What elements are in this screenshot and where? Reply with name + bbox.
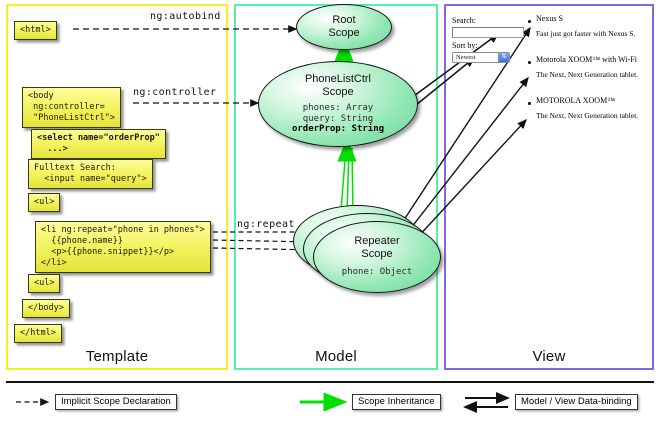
search-label: Search:	[452, 16, 476, 25]
column-model-label: Model	[315, 348, 357, 365]
code-box-body-controller: <body ng:controller= "PhoneListCtrl">	[22, 87, 121, 128]
list-bullet	[528, 102, 531, 105]
legend-label-model-view-data-binding: Model / View Data-binding	[515, 394, 638, 410]
list-bullet	[528, 61, 531, 64]
scope-phonelistctrl-title-2: Scope	[322, 85, 354, 98]
code-box-li-ngrepeat: <li ng:repeat="phone in phones"> {{phone…	[35, 221, 211, 273]
sort-by-select[interactable]: Newest ⇅	[452, 52, 510, 63]
scope-root-title-1: Root	[332, 14, 356, 26]
scope-repeater-title-1: Repeater	[354, 235, 400, 247]
phone-snippet: The Next, Next Generation tablet.	[536, 70, 639, 79]
legend-divider	[6, 381, 654, 383]
code-box-body-close: </body>	[22, 299, 70, 318]
scope-repeater-title-2: Scope	[361, 247, 393, 260]
code-box-select-orderprop: <select name="orderProp" ...>	[31, 129, 166, 159]
arrow-binding-phone-3	[403, 118, 527, 253]
scope-phonelistctrl: PhoneListCtrl Scope phones: Array query:…	[258, 61, 418, 147]
search-input[interactable]	[452, 27, 524, 38]
select-arrows-icon: ⇅	[498, 53, 509, 62]
phone-snippet: Fast just got faster with Nexus S.	[536, 29, 636, 38]
phone-name: MOTOROLA XOOM™	[536, 96, 616, 105]
list-item[interactable]: MOTOROLA XOOM™ The Next, Next Generation…	[536, 96, 648, 121]
code-box-ul-close: <ul>	[28, 274, 61, 293]
scope-repeater: Repeater Scope phone: Object	[313, 221, 441, 293]
column-template-label: Template	[85, 348, 149, 365]
scope-root-title-2: Scope	[328, 26, 360, 39]
list-item[interactable]: Motorola XOOM™ with Wi-Fi The Next, Next…	[536, 55, 648, 80]
arrow-binding-phone-2	[399, 76, 529, 243]
legend-label-implicit-scope-declaration: Implicit Scope Declaration	[55, 394, 177, 410]
phone-name: Nexus S	[536, 14, 563, 23]
view-panel: Search: Sort by: Newest ⇅ Nexus S Fast j…	[452, 12, 648, 130]
list-bullet	[528, 20, 531, 23]
list-item[interactable]: Nexus S Fast just got faster with Nexus …	[536, 14, 648, 39]
code-box-html-close: </html>	[14, 324, 62, 343]
column-view-label: View	[532, 348, 566, 365]
legend-label-scope-inheritance: Scope Inheritance	[352, 394, 441, 410]
scope-phonelistctrl-prop-orderprop: orderProp: String	[291, 124, 385, 134]
scope-root: Root Scope	[296, 4, 392, 50]
label-ng-controller: ng:controller	[133, 87, 217, 98]
scope-repeater-prop-phone: phone: Object	[341, 267, 413, 277]
phone-name: Motorola XOOM™ with Wi-Fi	[536, 55, 637, 64]
arrow-scope-inheritance-rep-1	[340, 147, 347, 211]
sort-by-selected-value: Newest	[456, 54, 476, 61]
code-box-fulltext-search: Fulltext Search: <input name="query">	[28, 159, 153, 189]
label-ng-repeat: ng:repeat	[237, 219, 295, 230]
scope-phonelistctrl-prop-query: query: String	[302, 113, 374, 124]
label-ng-autobind: ng:autobind	[150, 11, 221, 22]
code-box-html-open: <html>	[14, 21, 57, 40]
scope-phonelistctrl-title-1: PhoneListCtrl	[304, 73, 372, 85]
phone-snippet: The Next, Next Generation tablet.	[536, 111, 639, 120]
code-box-ul-open: <ul>	[28, 193, 61, 212]
sort-by-label: Sort by:	[452, 41, 478, 50]
scope-phonelistctrl-prop-phones: phones: Array	[302, 103, 374, 113]
